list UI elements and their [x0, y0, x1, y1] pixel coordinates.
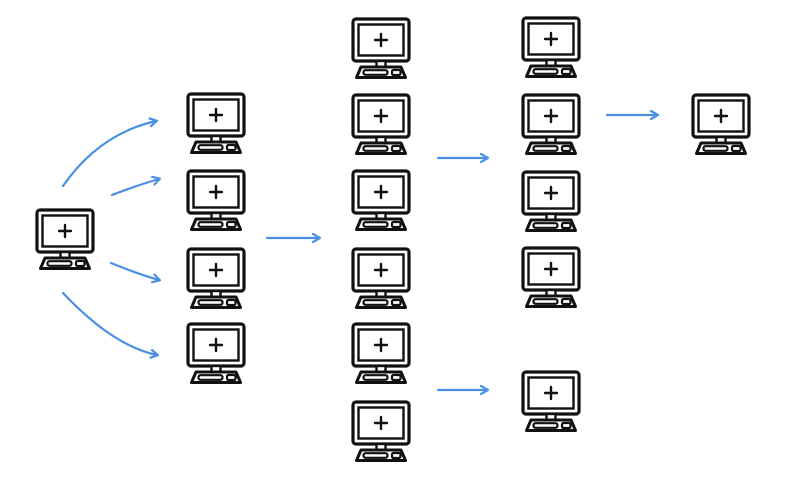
computer-node-col4-2: [521, 93, 581, 155]
computer-node-result: [691, 93, 751, 155]
node-layer: [35, 16, 751, 462]
computer-node-col4-4: [521, 246, 581, 308]
computer-node-col4-5: [521, 370, 581, 432]
arrow-source-to-col2-1: [61, 121, 156, 188]
computer-node-col2-3: [186, 247, 246, 309]
computer-node-col2-4: [186, 322, 246, 384]
computer-node-col3-1: [351, 17, 411, 79]
computer-node-col3-5: [351, 322, 411, 384]
computer-node-col3-4: [351, 247, 411, 309]
arrow-source-to-col2-2: [110, 179, 159, 197]
arrow-source-to-col2-4: [61, 291, 157, 355]
computer-node-source: [35, 208, 95, 270]
computer-node-col3-2: [351, 93, 411, 155]
computer-node-col3-6: [351, 400, 411, 462]
arrow-layer: [61, 115, 657, 390]
computer-node-col3-3: [351, 169, 411, 231]
computer-node-col2-2: [186, 169, 246, 231]
computer-node-col4-1: [521, 16, 581, 78]
computer-node-col2-1: [186, 92, 246, 154]
arrow-source-to-col2-3: [109, 261, 159, 280]
computer-node-col4-3: [521, 170, 581, 232]
